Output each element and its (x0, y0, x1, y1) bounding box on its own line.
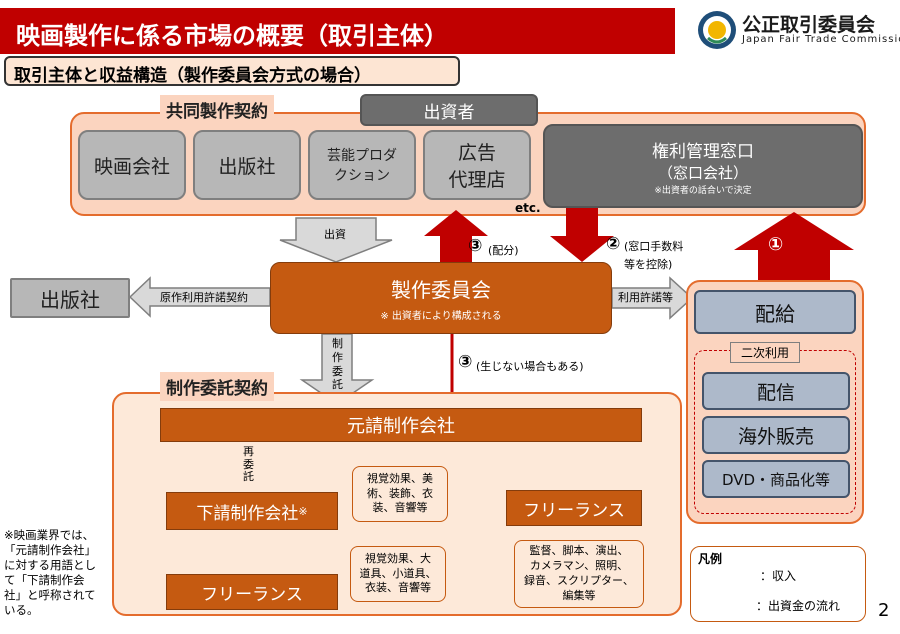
rights-note: ※出資者の話合いで決定 (654, 185, 752, 196)
fee-circled-2: ② (606, 234, 621, 254)
subcontractor-box: 下請制作会社※ (166, 492, 338, 530)
logo-subtext: Japan Fair Trade Commission (742, 34, 900, 45)
secondary-use-label: 二次利用 (730, 342, 801, 363)
committee-note: ※ 出資者により構成される (380, 311, 502, 322)
prime-contractor-box: 元請制作会社 (160, 408, 642, 442)
income-arrow-one (734, 212, 854, 282)
member-publisher: 出版社 (193, 130, 301, 200)
jftc-logo-icon (698, 11, 736, 49)
rights-subtitle: （窓口会社） (657, 163, 748, 182)
legend-flow-label: ：出資金の流れ (756, 599, 841, 613)
rights-management-box: 権利管理窓口 （窓口会社） ※出資者の話合いで決定 (543, 124, 863, 208)
invest-label: 出資 (324, 228, 346, 241)
distribution-arrow-up (424, 210, 488, 262)
member-ad-agency: 広告 代理店 (423, 130, 531, 200)
legend-box (690, 546, 866, 622)
fee-label: (窓口手数料 等を控除) (624, 240, 684, 271)
recommission-label: 再 委 託 (243, 445, 254, 484)
footnote: ※映画業界では、 「元請制作会社」 に対する用語とし て「下請制作会 社」と呼称… (4, 528, 96, 617)
rights-title: 権利管理窓口 (652, 141, 754, 162)
member-talent-agency: 芸能プロダ クション (308, 130, 416, 200)
production-label: 制作委託契約 (160, 372, 274, 401)
joint-production-label: 共同製作契約 (160, 95, 274, 124)
distribution-box: 配給 (694, 290, 856, 334)
note-subcontractor-roles: 視覚効果、美 術、装飾、衣 装、音響等 (352, 466, 448, 522)
distribution-label: (配分) (488, 244, 519, 257)
legend-income-label: ：収入 (760, 569, 797, 583)
invest-arrow (279, 217, 393, 263)
down3-circled-3: ③ (458, 352, 473, 372)
dvd-merch-box: DVD・商品化等 (702, 460, 850, 498)
logo-text: 公正取引委員会 (742, 14, 876, 36)
publisher-box: 出版社 (10, 278, 130, 318)
legend-title: 凡例 (698, 552, 723, 566)
commission-small-label: 制 作 委 託 (332, 337, 343, 392)
distribution-circled-3: ③ (468, 236, 483, 256)
license-arrow (611, 276, 694, 320)
subcontractor-label: 下請制作会社 (196, 503, 299, 524)
freelance-box-right: フリーランス (506, 490, 642, 526)
production-committee-box: 製作委員会 ※ 出資者により構成される (270, 262, 612, 334)
original-license-label: 原作利用許諾契約 (160, 291, 248, 304)
member-film-company: 映画会社 (78, 130, 186, 200)
income-circled-1: ① (768, 234, 784, 255)
overseas-sales-box: 海外販売 (702, 416, 850, 454)
investor-header: 出資者 (360, 94, 538, 126)
original-license-arrow (128, 276, 271, 318)
fee-arrow-down (550, 208, 614, 262)
license-label: 利用許諾等 (618, 291, 673, 304)
note-freelance-right-roles: 監督、脚本、演出、 カメラマン、照明、 録音、スクリプター、 編集等 (514, 540, 644, 608)
committee-title: 製作委員会 (391, 278, 491, 302)
section-subtitle: 取引主体と収益構造（製作委員会方式の場合） (4, 56, 460, 86)
down3-label: (生じない場合もある) (476, 360, 584, 373)
note-freelance-roles: 視覚効果、大 道具、小道具、 衣装、音響等 (350, 546, 446, 602)
page-title: 映画製作に係る市場の概要（取引主体） (0, 8, 675, 54)
streaming-box: 配信 (702, 372, 850, 410)
page-number: 2 (878, 600, 890, 621)
etc-label: etc. (515, 201, 541, 215)
subcontractor-mark: ※ (298, 504, 308, 518)
freelance-box-lower: フリーランス (166, 574, 338, 610)
